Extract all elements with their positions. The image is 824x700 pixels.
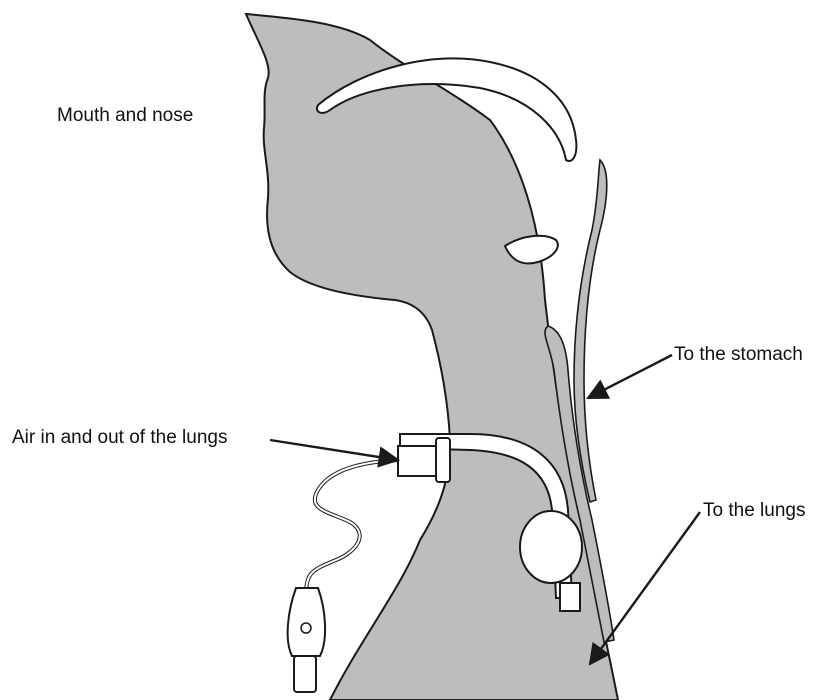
tube-flange [436, 438, 450, 482]
label-to-the-lungs: To the lungs [703, 501, 805, 520]
cuff-balloon [520, 511, 582, 583]
pilot-line [306, 460, 398, 590]
arrow-air-in-out [270, 440, 398, 460]
esophagus-strip-upper [574, 160, 607, 502]
label-mouth-and-nose: Mouth and nose [57, 106, 193, 125]
arrow-to-stomach [588, 355, 672, 398]
pilot-balloon [288, 588, 325, 656]
arrow-to-lungs [590, 512, 700, 664]
tube-connector [398, 446, 438, 476]
label-air-in-out-lungs: Air in and out of the lungs [12, 428, 227, 447]
label-to-the-stomach: To the stomach [674, 345, 803, 364]
pilot-valve [294, 656, 316, 692]
tube-tip [560, 583, 580, 611]
